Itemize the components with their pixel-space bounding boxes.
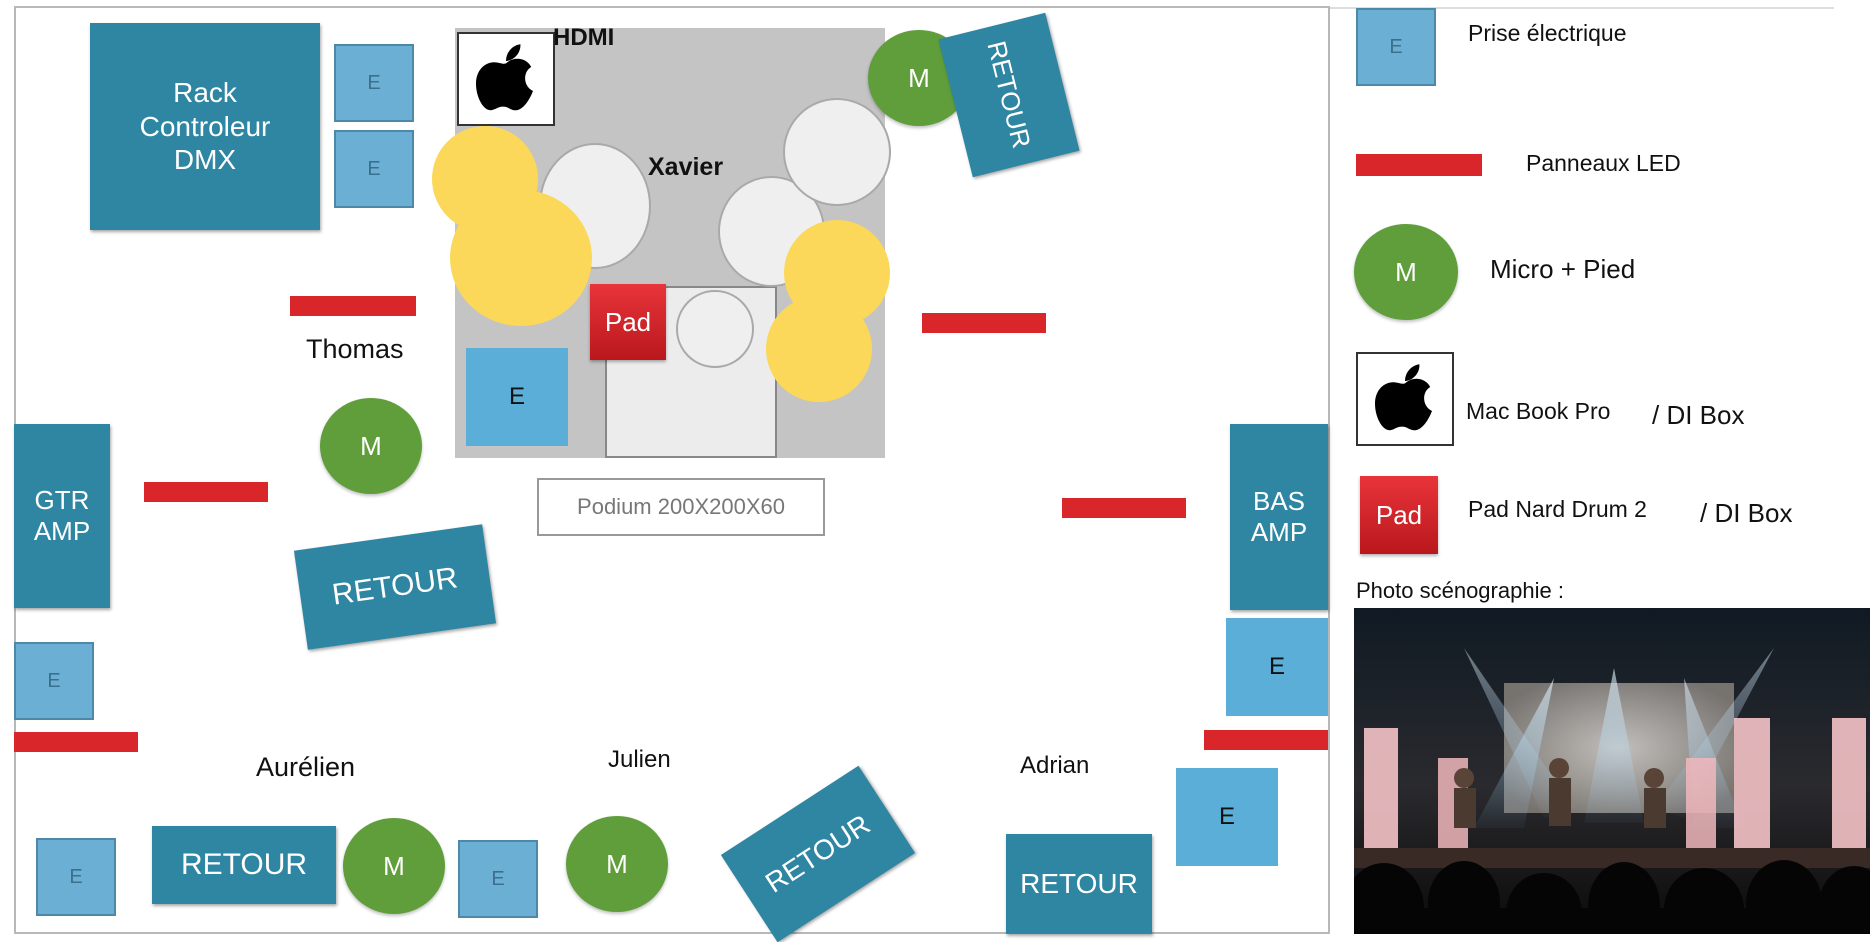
led-panel (290, 296, 416, 316)
outlet-e-symbol: E (466, 348, 568, 446)
legend-macbook-symbol (1356, 352, 1454, 446)
stage-photo (1354, 608, 1870, 934)
led-panel (922, 313, 1046, 333)
podium-label-box: Podium 200X200X60 (537, 478, 825, 536)
musician-label-adrian: Adrian (1020, 752, 1090, 779)
mic-symbol: M (566, 816, 668, 912)
outlet-e-symbol: E (14, 642, 94, 720)
legend-pad-symbol: Pad (1360, 476, 1438, 554)
led-panel (1204, 730, 1328, 750)
legend-led-label: Panneaux LED (1526, 150, 1681, 176)
legend-macbook-label: Mac Book Pro (1466, 398, 1611, 424)
photo-title: Photo scénographie : (1356, 578, 1564, 603)
retour-monitor-vertical-text: RETOUR (981, 38, 1038, 152)
macbook-symbol (457, 32, 555, 126)
musician-label-julien: Julien (608, 746, 671, 773)
cymbal (766, 296, 872, 402)
outlet-e-symbol: E (36, 838, 116, 916)
apple-logo-icon (476, 44, 533, 111)
mic-symbol: M (343, 818, 445, 914)
drum-pad-symbol: Pad (590, 284, 666, 360)
outlet-e-symbol: E (334, 130, 414, 208)
outlet-e-symbol: E (458, 840, 538, 918)
musician-label-thomas: Thomas (306, 334, 404, 364)
legend-outlet-label: Prise électrique (1468, 20, 1627, 46)
mic-symbol: M (320, 398, 422, 494)
rack-controleur-dmx: Rack Controleur DMX (90, 23, 320, 230)
legend-outlet-symbol: E (1356, 8, 1436, 86)
legend-separator (1330, 7, 1834, 9)
cymbal (432, 126, 538, 232)
podium-label: Podium 200X200X60 (577, 494, 785, 519)
led-panel (14, 732, 138, 752)
led-panel (1062, 498, 1186, 518)
apple-logo-icon (1375, 364, 1432, 431)
musician-label-aurelien: Aurélien (256, 752, 356, 782)
retour-monitor: RETOUR (1006, 834, 1152, 934)
legend-pad-label: Pad Nard Drum 2 (1468, 496, 1647, 522)
retour-monitor: RETOUR (152, 826, 336, 904)
gtr-amp: GTR AMP (14, 424, 110, 608)
legend-mic-symbol: M (1354, 224, 1458, 320)
legend-macbook-suffix: / DI Box (1652, 400, 1745, 430)
legend-mic-label: Micro + Pied (1490, 254, 1636, 284)
outlet-e-symbol: E (334, 44, 414, 122)
outlet-e-symbol: E (1226, 618, 1328, 716)
led-panel (144, 482, 268, 502)
bas-amp: BAS AMP (1230, 424, 1328, 610)
drum (676, 290, 754, 368)
outlet-e-symbol: E (1176, 768, 1278, 866)
drum (783, 98, 891, 206)
hdmi-label: HDMI (553, 24, 615, 51)
legend-led-symbol (1356, 154, 1482, 176)
musician-label-xavier: Xavier (648, 153, 724, 181)
legend-pad-suffix: / DI Box (1700, 498, 1793, 528)
